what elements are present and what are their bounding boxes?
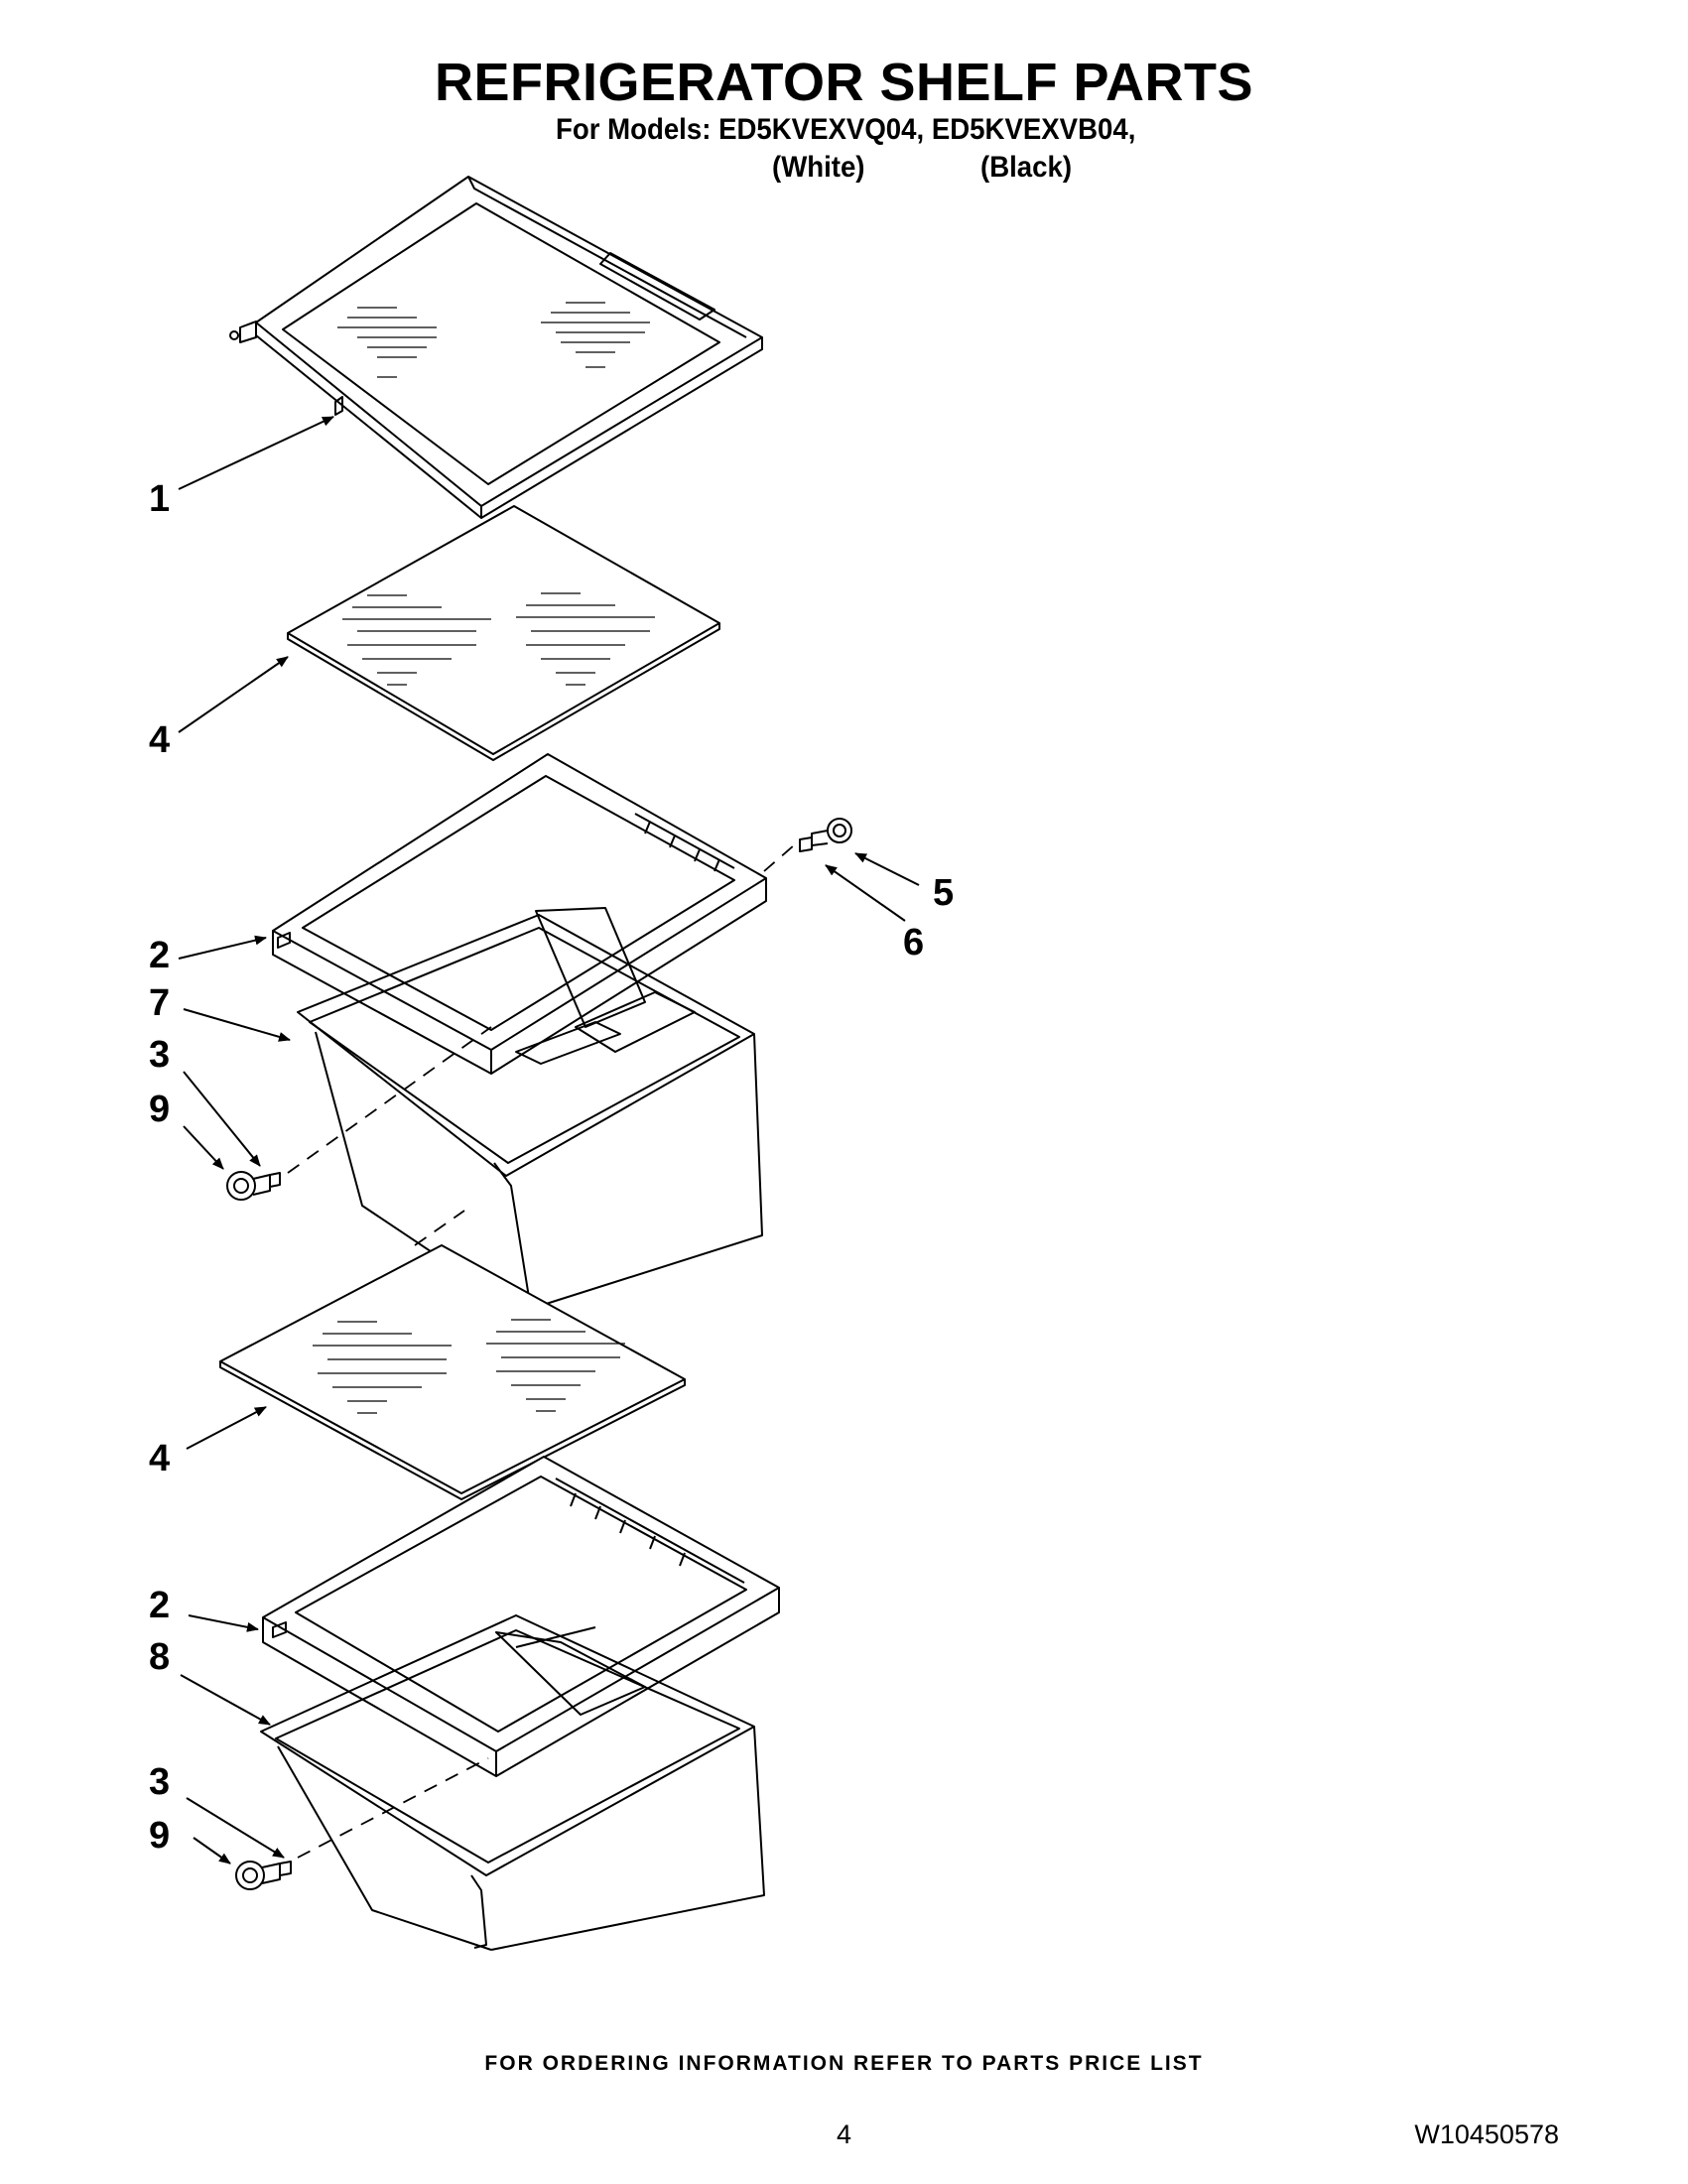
color-black-label: (Black) (980, 151, 1073, 184)
glass-shelf-upper-hatch (342, 592, 655, 686)
callout-6: 6 (903, 922, 924, 964)
shelf-frame-hatch (337, 302, 650, 378)
pan-cover-lower-part (262, 1456, 780, 1777)
wheel-part-upper (226, 1171, 281, 1201)
callout-1: 1 (149, 478, 170, 520)
glass-shelf-lower-hatch (313, 1319, 625, 1414)
callout-3-lower: 3 (149, 1761, 170, 1803)
callout-9-lower: 9 (149, 1815, 170, 1857)
callout-9-upper: 9 (149, 1089, 170, 1130)
callout-4-upper: 4 (149, 719, 170, 761)
callout-7: 7 (149, 982, 170, 1024)
callout-4-lower: 4 (149, 1438, 170, 1479)
glass-shelf-upper-part (287, 505, 720, 761)
pan-cover-upper-part (272, 753, 767, 1075)
document-number: W10450578 (1414, 2120, 1559, 2149)
shelf-frame-part (229, 176, 763, 519)
page-title: REFRIGERATOR SHELF PARTS (434, 53, 1254, 112)
crisper-pan-lower-part (260, 1614, 765, 1951)
wheel-part-right (799, 818, 852, 852)
ordering-note: FOR ORDERING INFORMATION REFER TO PARTS … (484, 2052, 1204, 2075)
glass-shelf-lower-part (219, 1244, 686, 1500)
callout-arrows (178, 416, 920, 1864)
wheel-part-lower (235, 1861, 292, 1890)
callout-5: 5 (933, 872, 954, 914)
assembly-lines (287, 844, 795, 1859)
color-white-label: (White) (772, 151, 865, 184)
callout-3-upper: 3 (149, 1034, 170, 1076)
callout-2-lower: 2 (149, 1585, 170, 1626)
models-line: For Models: ED5KVEXVQ04, ED5KVEXVB04, (556, 113, 1136, 146)
callout-2-upper: 2 (149, 935, 170, 976)
page-number: 4 (836, 2120, 852, 2149)
callout-8: 8 (149, 1636, 170, 1678)
